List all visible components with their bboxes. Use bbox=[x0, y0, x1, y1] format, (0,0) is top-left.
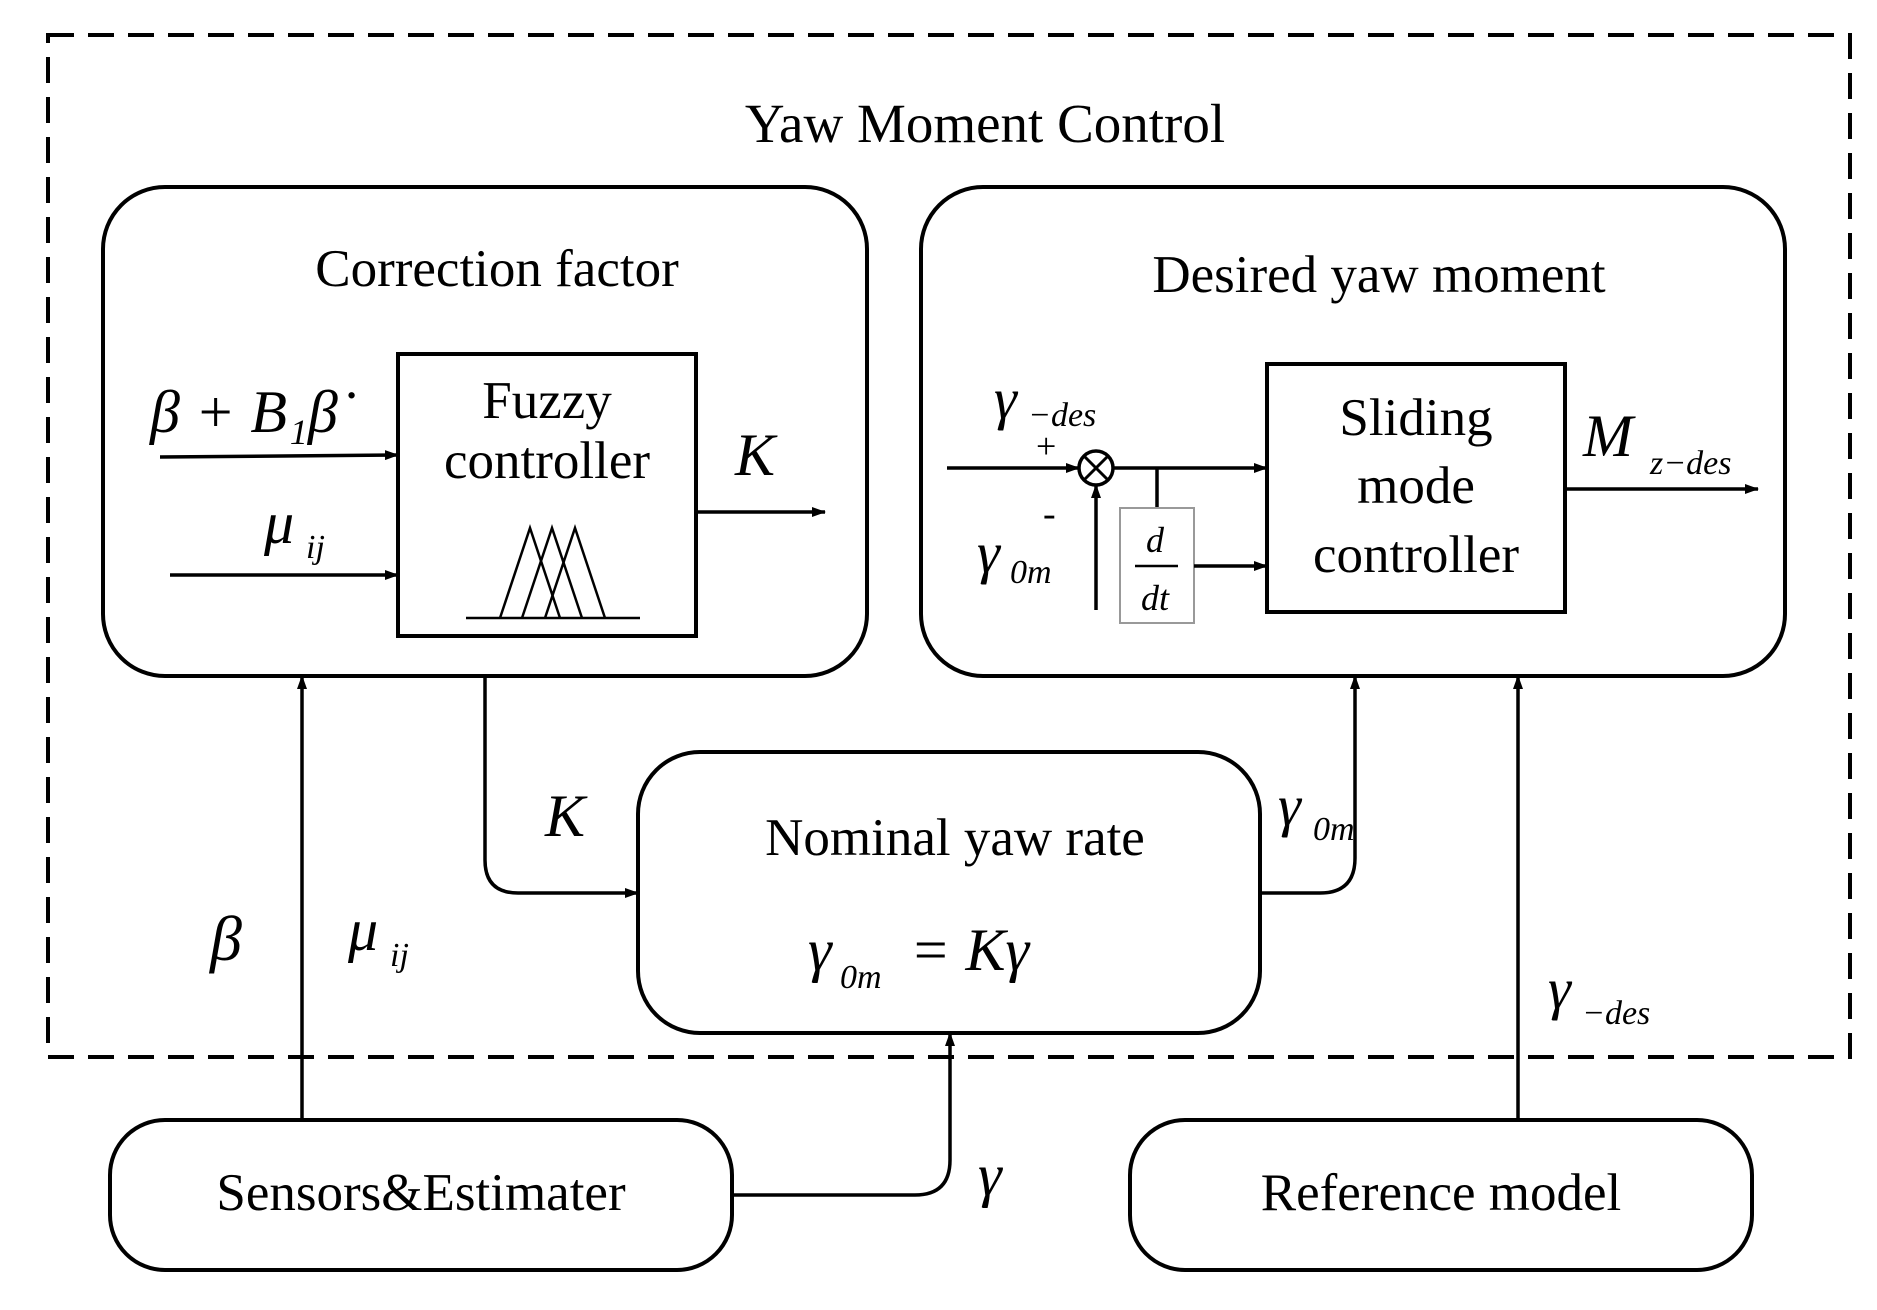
nominal-yaw-rate-block bbox=[636, 750, 1262, 1035]
arrow-beta-to-fuzzy bbox=[159, 450, 399, 461]
reference-model-block bbox=[1128, 1118, 1754, 1272]
gamma-des-signal-label: γ bbox=[1548, 956, 1573, 1021]
input-mu-label: μ bbox=[263, 490, 294, 556]
input-beta-expression: β + B₁β̇ bbox=[149, 379, 355, 445]
smc-label-line3: controller bbox=[1313, 526, 1519, 584]
reference-model-label: Reference model bbox=[1261, 1164, 1622, 1222]
output-k-label: K bbox=[734, 422, 778, 488]
derivative-denominator: dt bbox=[1141, 578, 1170, 618]
gamma-0m-signal-subscript: 0m bbox=[1313, 811, 1355, 848]
gamma-signal-label: γ bbox=[978, 1142, 1003, 1208]
input-mu-subscript: ij bbox=[306, 529, 325, 566]
mu-signal-subscript: ij bbox=[390, 937, 409, 974]
fuzzy-controller-label-line2: controller bbox=[444, 432, 650, 490]
output-m-subscript: z−des bbox=[1649, 445, 1732, 482]
summing-junction-icon bbox=[1077, 449, 1115, 487]
arrow-k-to-nominal bbox=[483, 676, 639, 898]
fuzzy-controller-label-line1: Fuzzy bbox=[482, 372, 612, 430]
nominal-eq-lhs: γ bbox=[808, 917, 833, 983]
k-signal-label: K bbox=[544, 783, 588, 849]
yaw-moment-control-title: Yaw Moment Control bbox=[745, 93, 1225, 154]
correction-factor-title: Correction factor bbox=[315, 240, 679, 298]
derivative-numerator: d bbox=[1146, 520, 1165, 560]
summing-plus-sign: + bbox=[1036, 426, 1056, 466]
gamma-0m-signal-label: γ bbox=[1278, 773, 1303, 838]
beta-signal-label: β bbox=[208, 903, 242, 974]
membership-functions-icon bbox=[466, 524, 640, 620]
arrow-gamma-0m-to-desired bbox=[1260, 675, 1360, 895]
sensors-estimater-label: Sensors&Estimater bbox=[216, 1164, 626, 1222]
desired-yaw-moment-title: Desired yaw moment bbox=[1152, 246, 1606, 304]
gamma-0m-input-subscript: 0m bbox=[1010, 554, 1052, 591]
fuzzy-controller-box bbox=[396, 352, 698, 638]
gamma-0m-input-label: γ bbox=[977, 520, 1002, 585]
nominal-eq-lhs-subscript: 0m bbox=[840, 959, 882, 996]
gamma-des-input-label: γ bbox=[994, 366, 1019, 431]
nominal-eq-rhs: = Kγ bbox=[910, 917, 1031, 983]
gamma-des-signal-subscript: −des bbox=[1582, 995, 1650, 1032]
mu-signal-label: μ bbox=[347, 897, 378, 963]
summing-minus-sign: - bbox=[1043, 493, 1056, 535]
smc-label-line1: Sliding bbox=[1339, 389, 1492, 447]
gamma-des-input-subscript: −des bbox=[1028, 397, 1096, 434]
smc-label-line2: mode bbox=[1357, 457, 1475, 515]
output-m-label: M bbox=[1582, 403, 1636, 469]
sliding-mode-controller-box bbox=[1265, 362, 1567, 614]
nominal-yaw-rate-title: Nominal yaw rate bbox=[765, 809, 1145, 867]
arrow-gamma-to-nominal bbox=[732, 1032, 955, 1197]
